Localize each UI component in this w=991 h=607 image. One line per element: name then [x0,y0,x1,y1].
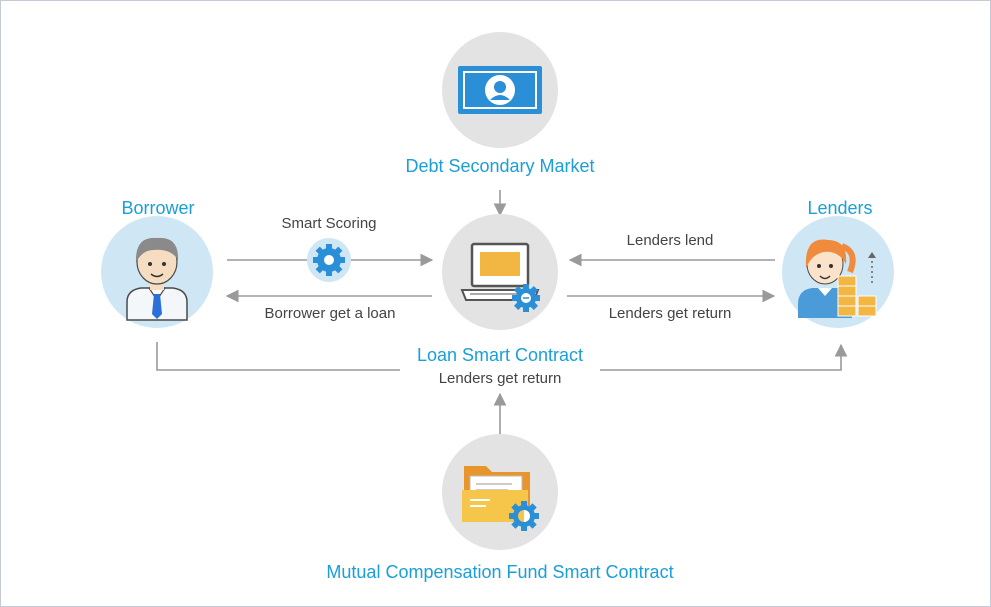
lenders-lend-label: Lenders lend [626,232,714,249]
borrower-label: Borrower [121,198,195,218]
mutual-fund-label: Mutual Compensation Fund Smart Contract [326,562,674,582]
loan-contract-label: Loan Smart Contract [416,345,584,365]
woman-coins-icon [782,216,894,328]
smart-scoring-label: Smart Scoring [281,215,377,232]
folder-gear-icon [442,434,558,550]
debt-market-label: Debt Secondary Market [405,156,595,176]
laptop-gear-icon [442,214,558,330]
arrow-bottom-right [600,343,848,371]
businessman-icon [101,216,213,328]
lenders-return-label: Lenders get return [608,305,732,322]
lenders-label: Lenders [807,198,873,218]
banknote-icon [442,32,558,148]
borrower-loan-label: Borrower get a loan [264,305,396,322]
smart-scoring-gear-icon [307,238,351,282]
line-bottom-left [156,342,400,371]
bottom-return-label: Lenders get return [438,370,562,387]
